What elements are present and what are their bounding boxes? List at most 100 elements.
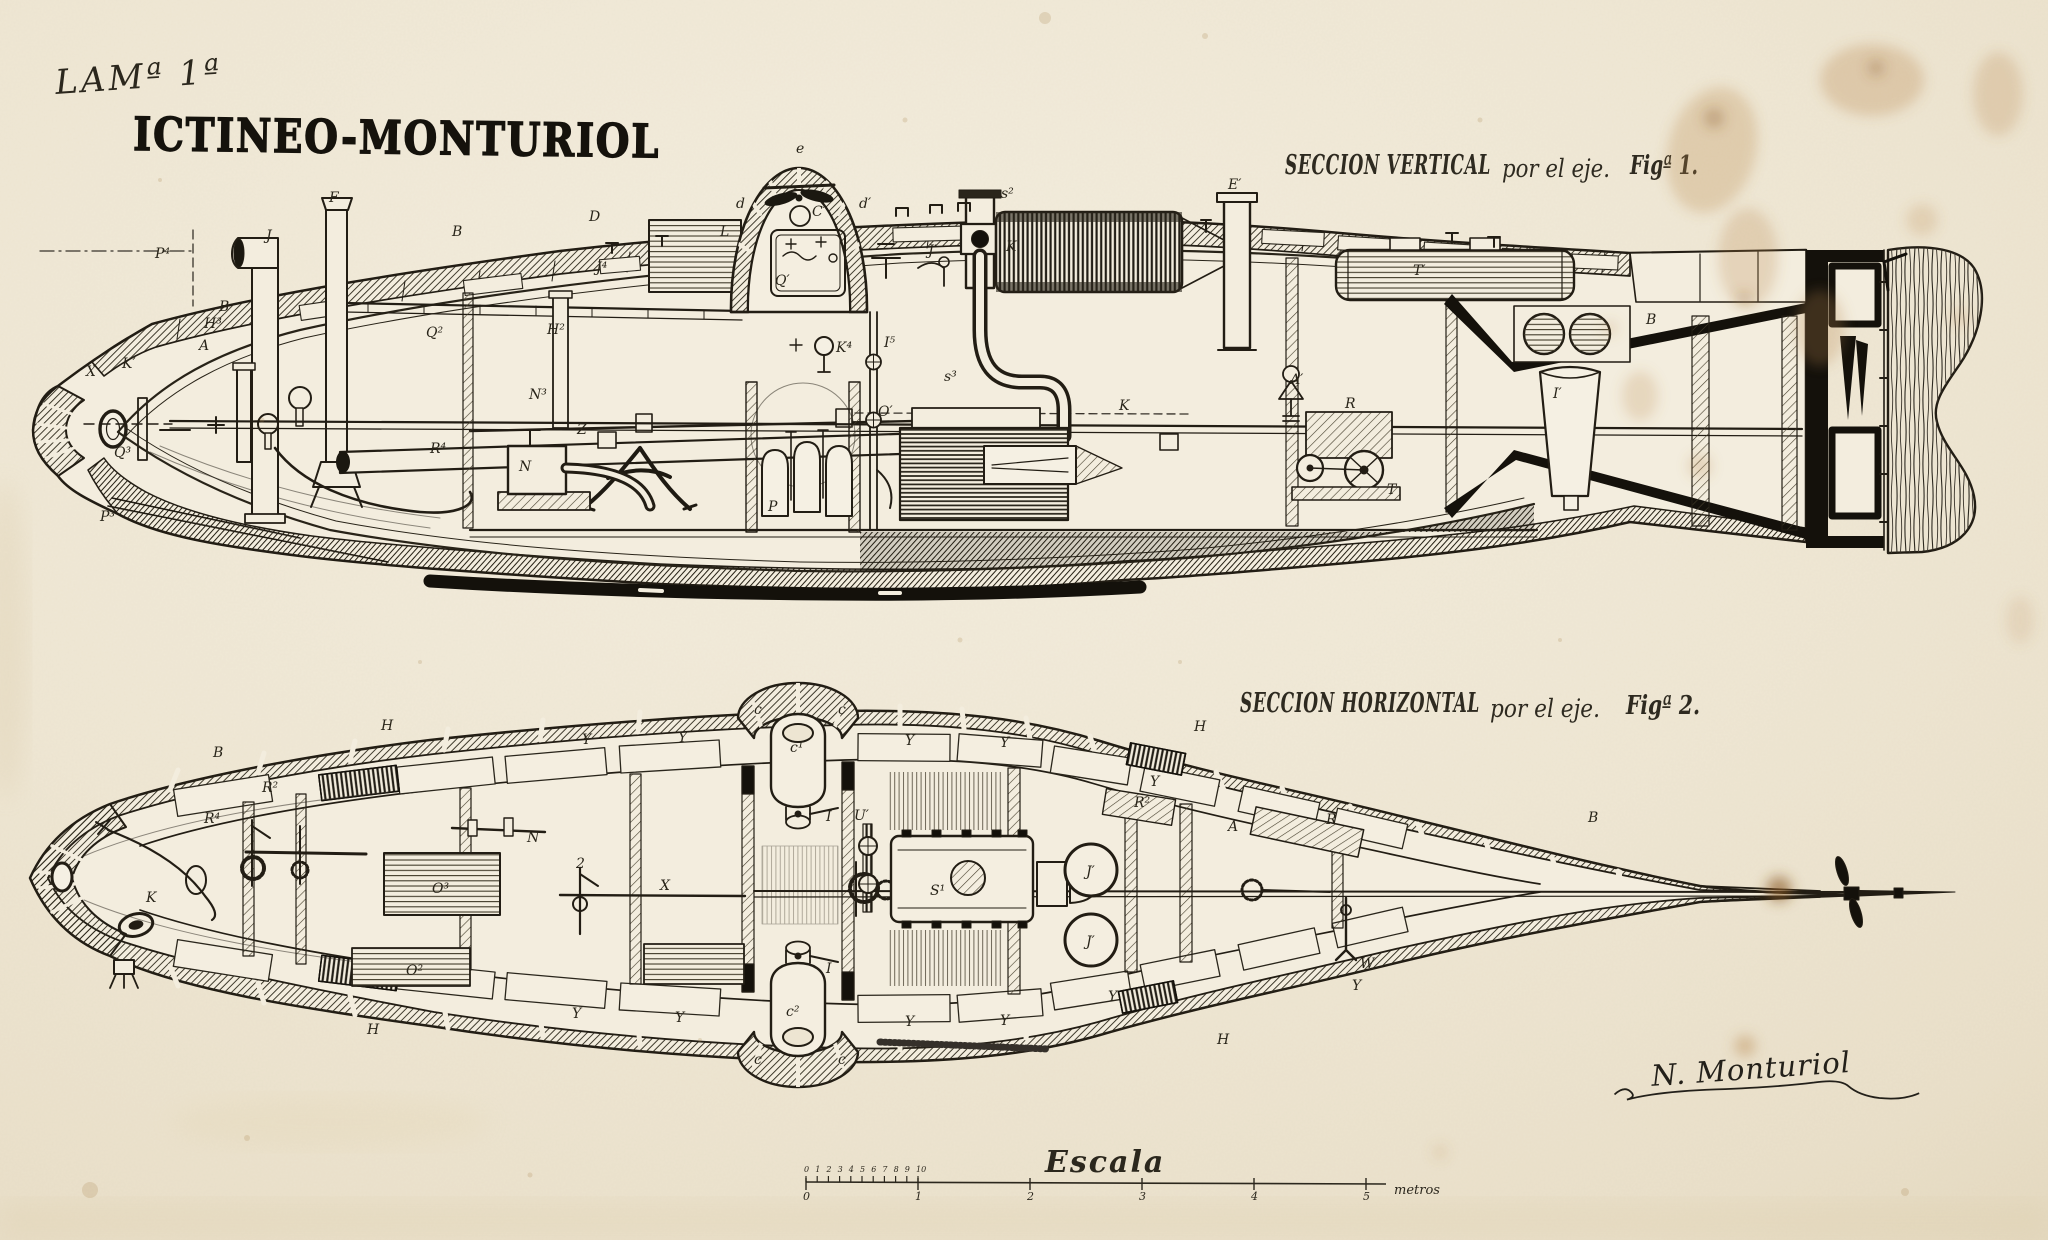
part-label: P bbox=[767, 499, 778, 515]
part-label: L bbox=[719, 224, 729, 240]
engraving-detail bbox=[1558, 638, 1562, 642]
engraving-detail bbox=[938, 256, 950, 268]
engraving-detail bbox=[1331, 807, 1409, 850]
part-label: s² bbox=[1001, 186, 1014, 202]
part-label: O′ bbox=[878, 404, 893, 420]
engraving-detail bbox=[1806, 250, 1884, 262]
part-label: Q′ bbox=[775, 273, 790, 289]
fig1-bilge bbox=[860, 504, 1534, 573]
part-label: I′ bbox=[1552, 386, 1563, 402]
engraving-detail bbox=[1139, 949, 1221, 992]
engraving-detail bbox=[95, 819, 113, 835]
engraving-detail bbox=[1075, 445, 1123, 485]
engraving-detail bbox=[317, 764, 401, 802]
engraving-detail bbox=[1334, 896, 1358, 962]
scale-meter-number: 2 bbox=[1026, 1190, 1034, 1203]
part-label: B bbox=[451, 224, 462, 240]
engraving-detail bbox=[825, 445, 853, 517]
fig2-bow-ring bbox=[29, 803, 127, 957]
engraving-detail bbox=[207, 416, 225, 434]
engraving-detail bbox=[288, 386, 312, 410]
part-label: D bbox=[588, 209, 600, 225]
engraving-detail bbox=[643, 943, 745, 985]
engraving-detail bbox=[1017, 829, 1028, 838]
scale-decimeter-number: 3 bbox=[838, 1165, 843, 1174]
engraving-detail bbox=[800, 189, 834, 203]
engraving-detail bbox=[817, 354, 831, 373]
engraving-detail bbox=[503, 817, 514, 837]
engraving-detail bbox=[996, 282, 1182, 292]
engraving-detail bbox=[563, 465, 653, 509]
fig1-bow-ring bbox=[32, 385, 85, 477]
scale-meter-number: 4 bbox=[1250, 1190, 1258, 1203]
part-label: c bbox=[754, 1052, 762, 1068]
engraving-detail bbox=[785, 429, 829, 501]
engraving-detail bbox=[1882, 252, 1908, 292]
engraving-detail bbox=[244, 513, 286, 524]
engraving-detail bbox=[1835, 856, 1849, 886]
engraving-detail bbox=[383, 852, 501, 916]
part-label: U′ bbox=[854, 808, 870, 824]
engraving-detail bbox=[310, 486, 363, 508]
fig1-post bbox=[548, 290, 573, 429]
fig1-waterline bbox=[39, 229, 196, 307]
fig2-engine bbox=[889, 829, 1099, 929]
part-label: H bbox=[1216, 1032, 1230, 1048]
fig2-valve-u bbox=[858, 823, 878, 913]
engraving-detail bbox=[1563, 495, 1579, 511]
part-label: O³ bbox=[432, 881, 449, 897]
engraving-detail bbox=[629, 773, 642, 985]
scale-decimeter-number: 1 bbox=[815, 1165, 820, 1174]
part-label: c¹ bbox=[790, 740, 803, 756]
engraving-detail bbox=[1950, 308, 1970, 328]
part-label: B bbox=[212, 745, 223, 761]
part-label: R² bbox=[261, 780, 279, 796]
engraving-detail bbox=[1261, 228, 1325, 248]
engraving-detail bbox=[793, 441, 821, 513]
engraving-detail bbox=[1282, 398, 1300, 422]
part-label: S¹ bbox=[930, 883, 945, 899]
engraving-detail bbox=[113, 959, 135, 975]
fig2-boxes bbox=[351, 787, 1365, 987]
part-label: K bbox=[145, 890, 158, 906]
engraving-detail bbox=[994, 210, 1184, 294]
engraving-detail bbox=[1856, 340, 1868, 416]
part-label: A′ bbox=[1288, 372, 1304, 388]
fig1-bilge-shade bbox=[860, 504, 1534, 573]
engraving-detail bbox=[1445, 232, 1501, 248]
engraving-detail bbox=[1216, 192, 1258, 203]
scale-decimeter-number: 4 bbox=[848, 1165, 854, 1174]
part-label: Y bbox=[905, 1014, 916, 1030]
engraving-detail bbox=[957, 637, 963, 643]
fig1-drawing bbox=[31, 166, 1984, 601]
engraving-detail bbox=[336, 451, 350, 473]
engraving-detail bbox=[1039, 12, 1051, 24]
engraving-detail bbox=[597, 431, 617, 449]
engraving-detail bbox=[747, 189, 851, 313]
part-label: B bbox=[1587, 810, 1598, 826]
engraving-detail bbox=[917, 262, 945, 287]
engraving-detail bbox=[1331, 841, 1344, 929]
engraving-detail bbox=[232, 362, 256, 371]
engraving-detail bbox=[814, 336, 834, 356]
engraving-detail bbox=[895, 202, 971, 217]
engraving-detail bbox=[1781, 315, 1798, 531]
part-label: Y bbox=[1150, 774, 1161, 790]
engraving-detail bbox=[83, 899, 391, 967]
engraving-detail bbox=[991, 920, 1002, 929]
engraving-detail bbox=[0, 480, 28, 800]
part-label: B bbox=[218, 299, 229, 315]
engraving-detail bbox=[1688, 454, 1712, 478]
part-label: J′ bbox=[1083, 934, 1096, 950]
engraving-detail bbox=[1469, 237, 1501, 251]
engraving-detail bbox=[1734, 1035, 1756, 1057]
part-label: P⁴ bbox=[154, 246, 170, 262]
engraving-detail bbox=[251, 265, 279, 517]
engraving-detail bbox=[82, 12, 1909, 1198]
engraving-detail bbox=[1017, 920, 1028, 929]
engraving-detail bbox=[257, 413, 279, 435]
engraving-detail bbox=[117, 912, 155, 938]
engraving-detail bbox=[504, 972, 608, 1009]
part-label: s³ bbox=[944, 369, 957, 385]
